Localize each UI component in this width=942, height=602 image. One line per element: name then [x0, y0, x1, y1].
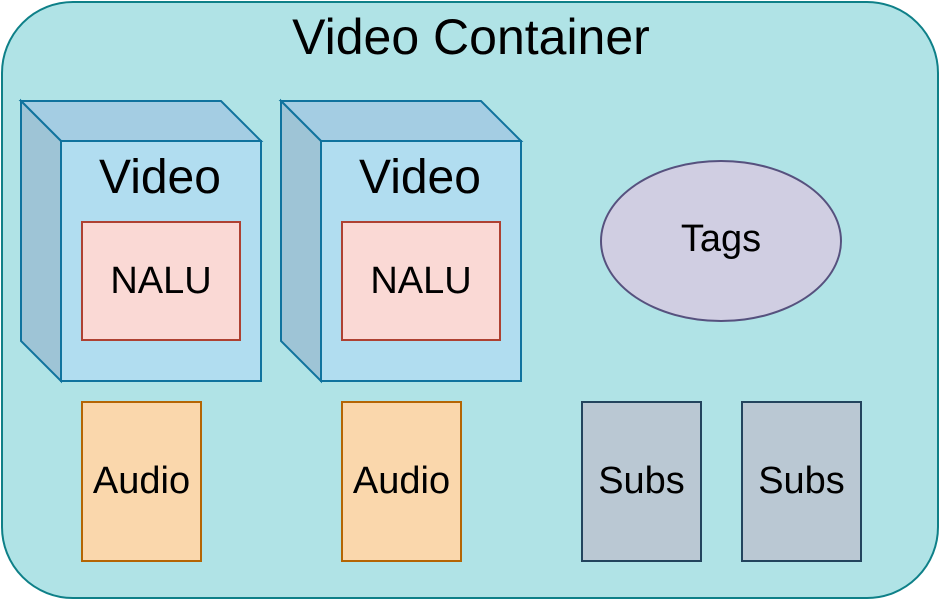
audio-box-2[interactable]: Audio [341, 401, 462, 562]
video-label-2: Video [359, 151, 481, 204]
video-container-title: Video Container [292, 9, 650, 65]
audio-box-1[interactable]: Audio [81, 401, 202, 562]
nalu-box-2[interactable]: NALU [341, 221, 501, 341]
video-label-1: Video [99, 151, 221, 204]
subs-box-2[interactable]: Subs [741, 401, 862, 562]
tags-ellipse[interactable]: Tags [600, 160, 842, 322]
nalu-box-1[interactable]: NALU [81, 221, 241, 341]
subs-box-1[interactable]: Subs [581, 401, 702, 562]
